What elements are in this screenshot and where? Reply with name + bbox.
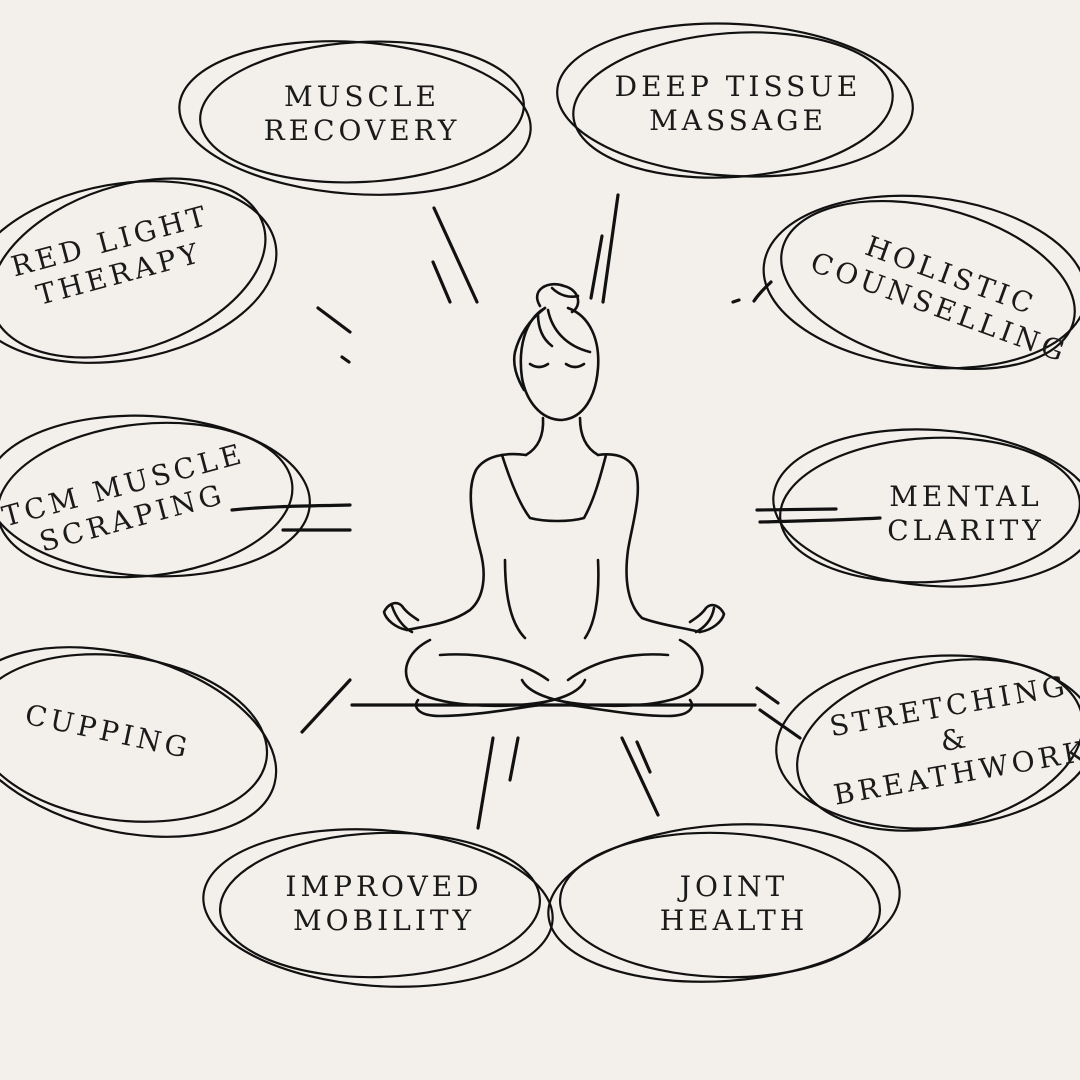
label-line: JOINT [679,870,789,903]
label-muscle-recovery: MUSCLE RECOVERY [264,80,461,148]
label-line: MOBILITY [292,904,476,937]
bubble-deep-tissue-massage-outline [556,22,914,179]
label-line: HEALTH [659,904,809,937]
label-line: MASSAGE [649,104,827,137]
bubble-red-light-therapy-outline [0,177,278,364]
bubble-improved-mobility-outline [202,828,554,988]
bubble-stretching-breathwork-outline [775,654,1080,832]
meditating-woman-icon [382,283,726,718]
radiating-lines [230,193,882,830]
label-line: CLARITY [887,514,1045,547]
bubble-cupping-outline [0,646,278,838]
label-joint-health: JOINT HEALTH [660,870,808,938]
bubble-muscle-recovery-outline [178,40,532,196]
label-deep-tissue-massage: DEEP TISSUE MASSAGE [615,70,862,138]
label-line: DEEP TISSUE [614,70,862,103]
label-mental-clarity: MENTAL CLARITY [887,480,1045,548]
label-line: RECOVERY [263,114,461,147]
bubble-joint-health-outline [547,823,901,983]
label-improved-mobility: IMPROVED MOBILITY [285,870,482,938]
bubble-holistic-counselling-outline [762,194,1080,371]
label-line: MUSCLE [284,80,440,113]
label-line: MENTAL [889,480,1043,513]
label-line: IMPROVED [285,870,483,903]
bubble-outlines [0,22,1080,988]
